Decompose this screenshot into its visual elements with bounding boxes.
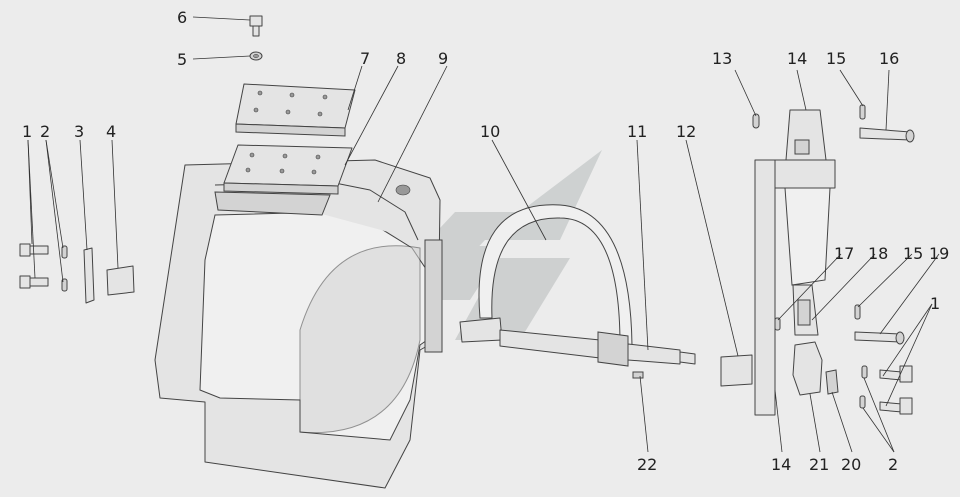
label-8: 8 xyxy=(396,49,406,68)
part-7-plate xyxy=(235,83,356,137)
part-20-spacer xyxy=(825,369,839,395)
part-1-bolts-right xyxy=(879,365,913,415)
part-16-pin xyxy=(859,127,915,143)
leader-lines xyxy=(27,16,940,453)
label-19: 19 xyxy=(929,244,949,263)
part-4-bushing xyxy=(106,265,135,296)
part-22-pin xyxy=(632,371,644,379)
label-6: 6 xyxy=(177,8,187,27)
label-9: 9 xyxy=(438,49,448,68)
part-6-bolt xyxy=(249,15,263,37)
label-20: 20 xyxy=(841,455,861,474)
part-14-upright xyxy=(754,109,836,416)
part-11-shaft xyxy=(459,317,696,367)
label-2-right: 2 xyxy=(888,455,898,474)
part-5-washer xyxy=(249,51,263,61)
label-11: 11 xyxy=(627,122,647,141)
label-21: 21 xyxy=(809,455,829,474)
label-3: 3 xyxy=(74,122,84,141)
part-17-pin xyxy=(774,317,781,331)
part-8-plate xyxy=(214,144,353,216)
label-14-top: 14 xyxy=(787,49,807,68)
label-2-left: 2 xyxy=(40,122,50,141)
label-1-right: 1 xyxy=(930,294,940,313)
part-15-pin-top xyxy=(859,104,866,120)
part-1-bolts-left xyxy=(19,243,49,289)
part-12-bushing xyxy=(720,354,753,387)
part-13-pin xyxy=(752,113,760,129)
part-2-washers-right xyxy=(859,365,868,409)
part-21-bracket xyxy=(792,341,823,396)
label-1-left: 1 xyxy=(22,122,32,141)
label-7: 7 xyxy=(360,49,370,68)
label-22: 22 xyxy=(637,455,657,474)
label-16: 16 xyxy=(879,49,899,68)
part-15-pin-mid xyxy=(854,304,861,320)
part-19-pin xyxy=(854,331,905,345)
label-10: 10 xyxy=(480,122,500,141)
label-5: 5 xyxy=(177,50,187,69)
label-4: 4 xyxy=(106,122,116,141)
label-12: 12 xyxy=(676,122,696,141)
label-17: 17 xyxy=(834,244,854,263)
part-2-washers-left xyxy=(61,245,68,292)
callout-labels: 6 5 7 8 9 1 2 3 4 10 11 12 13 14 15 16 1… xyxy=(22,8,949,474)
label-18: 18 xyxy=(868,244,888,263)
label-15-mid: 15 xyxy=(903,244,923,263)
part-3-plate xyxy=(83,247,95,304)
label-13: 13 xyxy=(712,49,732,68)
label-15-top: 15 xyxy=(826,49,846,68)
label-14-bottom: 14 xyxy=(771,455,791,474)
